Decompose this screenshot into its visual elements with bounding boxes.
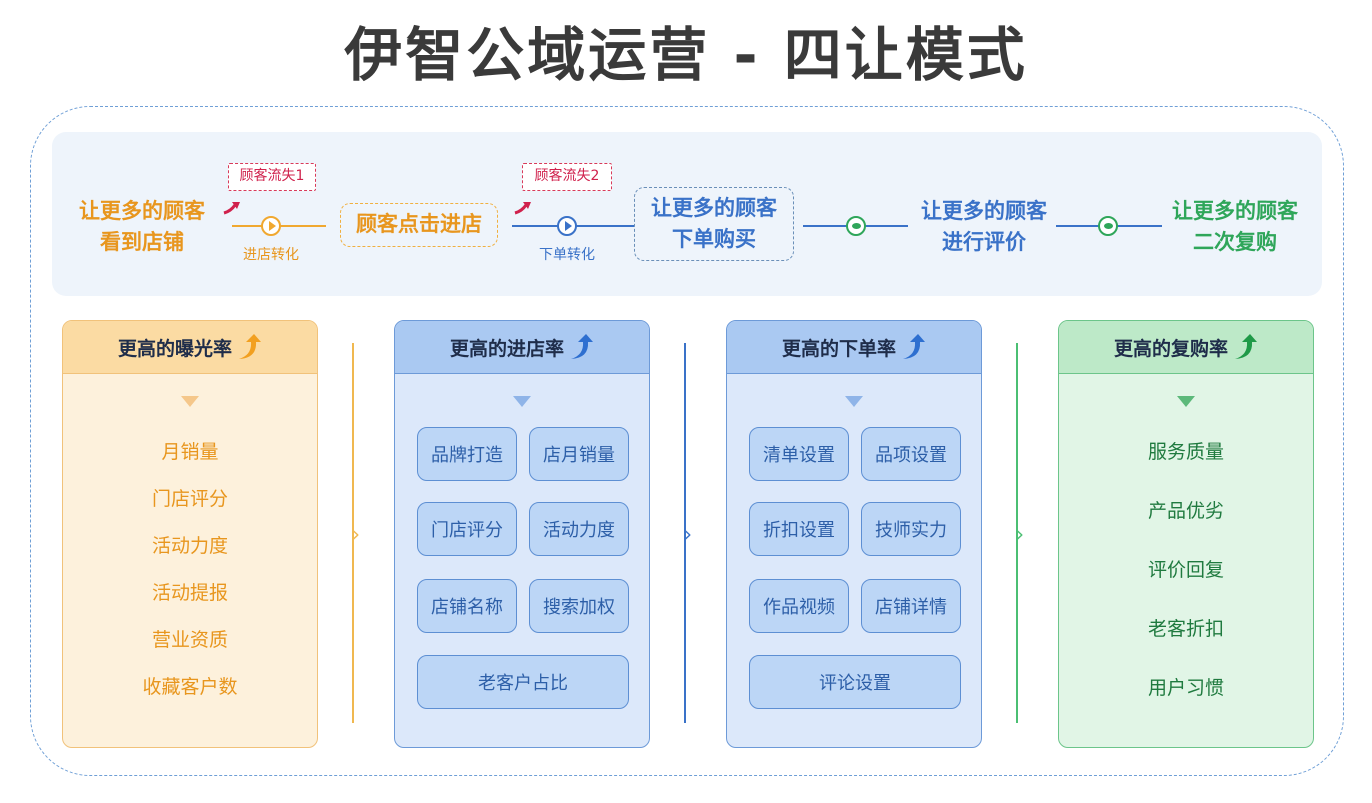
column-title: 更高的下单率 [781, 337, 896, 360]
flow-step-line: 下单购买 [672, 227, 756, 251]
column-separator [1016, 343, 1018, 723]
list-item: 活动力度 [151, 535, 228, 557]
play-icon [557, 216, 577, 236]
brace-glyph: › [352, 522, 360, 546]
store-entry-conversion-label: 进店转化 [243, 247, 299, 263]
order-conversion-label: 下单转化 [539, 247, 595, 263]
column-header: 更高的下单率 [727, 321, 981, 374]
column-separator [684, 343, 686, 723]
list-item: 评价回复 [1147, 559, 1224, 581]
up-arrow-icon [1235, 334, 1257, 359]
down-triangle-icon [181, 396, 199, 407]
factor-chip: 清单设置 [749, 427, 849, 481]
factor-chip: 店月销量 [529, 427, 629, 481]
outer-frame [30, 106, 1344, 776]
flow-step-line: 让更多的顾客 [651, 196, 777, 220]
curved-arrow-icon [514, 202, 531, 215]
up-arrow-icon [903, 334, 925, 359]
down-triangle-icon [845, 396, 863, 407]
list-item: 收藏客户数 [142, 676, 238, 698]
factor-chip: 店铺详情 [861, 579, 961, 633]
down-triangle-icon [513, 396, 531, 407]
column-header: 更高的进店率 [395, 321, 649, 374]
page-title: 伊智公域运营 - 四让模式 [344, 21, 1028, 89]
flow-step-line: 让更多的顾客 [79, 199, 205, 223]
brace-glyph: › [684, 522, 692, 546]
play-icon [261, 216, 281, 236]
factor-chip: 活动力度 [529, 502, 629, 556]
down-triangle-icon [1177, 396, 1195, 407]
list-item: 月销量 [161, 441, 219, 463]
flow-step-review: 让更多的顾客 进行评价 [904, 196, 1064, 258]
flow-step-line: 二次复购 [1193, 230, 1277, 254]
flow-step-line: 看到店铺 [100, 230, 184, 254]
up-arrow-icon [571, 334, 593, 359]
column-title: 更高的进店率 [449, 337, 564, 360]
column-title: 更高的复购率 [1113, 337, 1228, 360]
brace-glyph: › [1016, 522, 1024, 546]
list-item: 服务质量 [1147, 441, 1224, 463]
factor-chip: 门店评分 [417, 502, 517, 556]
column-repurchase-rate: 更高的复购率 服务质量 产品优劣 评价回复 老客折扣 用户习惯 [1058, 320, 1314, 748]
column-header: 更高的复购率 [1059, 321, 1313, 374]
flow-step-place-order: 让更多的顾客 下单购买 [634, 187, 794, 261]
column-separator [352, 343, 354, 723]
factor-chip: 店铺名称 [417, 579, 517, 633]
factor-chip: 技师实力 [861, 502, 961, 556]
up-arrow-icon [239, 334, 261, 359]
list-item: 老客折扣 [1147, 618, 1224, 640]
flow-step-see-store: 让更多的顾客 看到店铺 [64, 196, 220, 258]
eye-icon [846, 216, 866, 236]
factor-chip: 品牌打造 [417, 427, 517, 481]
factor-chip: 评论设置 [749, 655, 961, 709]
flow-step-line: 让更多的顾客 [921, 199, 1047, 223]
factor-chip: 作品视频 [749, 579, 849, 633]
flow-band [52, 132, 1322, 296]
flow-step-repurchase: 让更多的顾客 二次复购 [1156, 196, 1314, 258]
list-item: 门店评分 [151, 488, 228, 510]
flow-step-line: 进行评价 [942, 230, 1026, 254]
column-exposure-rate: 更高的曝光率 月销量 门店评分 活动力度 活动提报 营业资质 收藏客户数 [62, 320, 318, 748]
flow-step-click-enter: 顾客点击进店 [340, 203, 498, 247]
list-item: 产品优劣 [1147, 500, 1224, 522]
list-item: 活动提报 [151, 582, 228, 604]
flow-step-line: 让更多的顾客 [1172, 199, 1298, 223]
factor-chip: 折扣设置 [749, 502, 849, 556]
column-entry-rate: 更高的进店率 品牌打造 店月销量 门店评分 活动力度 店铺名称 搜索加权 老客户… [394, 320, 650, 748]
curved-arrow-icon [223, 202, 240, 215]
factor-chip: 品项设置 [861, 427, 961, 481]
list-item: 用户习惯 [1147, 677, 1224, 699]
factor-chip: 搜索加权 [529, 579, 629, 633]
column-title: 更高的曝光率 [117, 337, 232, 360]
column-order-rate: 更高的下单率 清单设置 品项设置 折扣设置 技师实力 作品视频 店铺详情 评论设… [726, 320, 982, 748]
factor-chip: 老客户占比 [417, 655, 629, 709]
customer-loss-1-badge: 顾客流失1 [228, 163, 316, 191]
customer-loss-2-badge: 顾客流失2 [522, 163, 612, 191]
column-header: 更高的曝光率 [63, 321, 317, 374]
list-item: 营业资质 [151, 629, 228, 651]
eye-icon [1098, 216, 1118, 236]
